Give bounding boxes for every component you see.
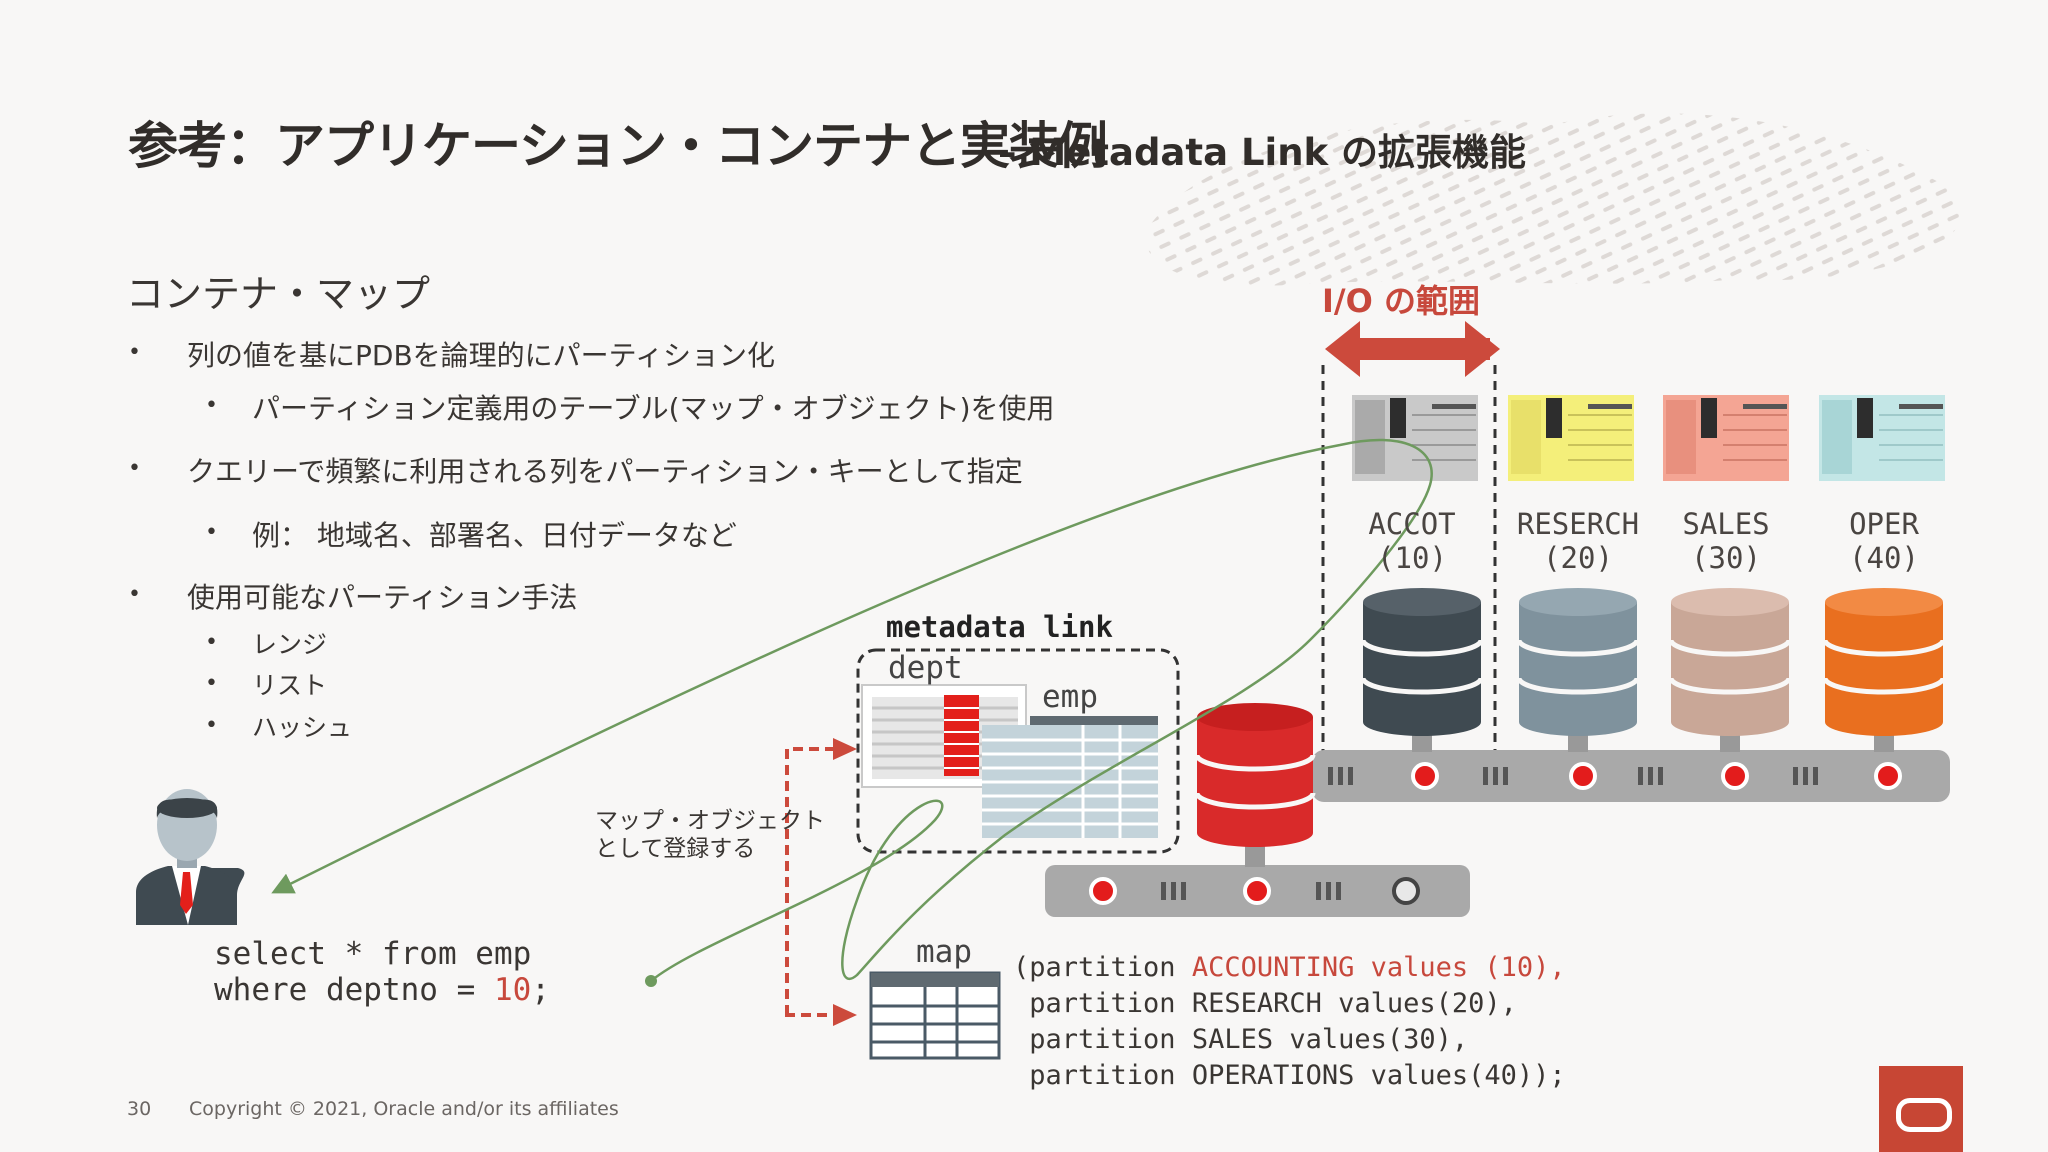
pdb-db-oper <box>1822 588 1946 752</box>
io-range-label: I/O の範囲 <box>1322 282 1480 320</box>
bullet-item: パーティション定義用のテーブル(マップ・オブジェクト)を使用 <box>252 392 1055 425</box>
map-object-arrows <box>785 745 842 1017</box>
pdb-db-reserch <box>1516 588 1640 752</box>
bullet-dot: • <box>205 671 218 696</box>
oracle-ring-icon <box>1896 1098 1952 1132</box>
user-avatar-icon <box>136 789 245 925</box>
emp-table <box>982 716 1158 838</box>
pdb-table-accot <box>1352 395 1478 481</box>
partition-line: partition RESEARCH values(20), <box>1013 988 1517 1019</box>
bullet-item: 使用可能なパーティション手法 <box>187 581 578 614</box>
slide-subtitle: – Metadata Link の拡張機能 <box>998 131 1527 174</box>
bullet-dot: • <box>128 456 141 481</box>
map-object-note: マップ・オブジェクトとして登録する <box>595 808 825 862</box>
pdb-table-reserch <box>1508 395 1634 481</box>
bullet-dot: • <box>128 582 141 607</box>
partition-line: partition SALES values(30), <box>1013 1024 1469 1055</box>
pdb-db-sales <box>1668 588 1792 752</box>
pdb-table-sales <box>1663 395 1789 481</box>
partition-line: (partition ACCOUNTING values (10), <box>1013 952 1566 983</box>
copyright: Copyright © 2021, Oracle and/or its affi… <box>189 1098 619 1120</box>
map-table <box>869 971 1001 1060</box>
emp-label: emp <box>1042 679 1098 715</box>
query-code: select * from emp where deptno = 10; <box>214 936 550 1008</box>
pdb-label-accot: ACCOT(10) <box>1368 507 1456 575</box>
root-db <box>1194 703 1316 867</box>
bullet-dot: • <box>205 630 218 655</box>
partition-clause: (partition ACCOUNTING values (10), parti… <box>1013 950 1566 1094</box>
bullet-item: 例： 地域名、部署名、日付データなど <box>252 519 737 552</box>
bullet-item: クエリーで頻繁に利用される列をパーティション・キーとして指定 <box>187 455 1023 488</box>
dept-label: dept <box>888 650 963 686</box>
root-platform <box>1045 865 1470 917</box>
partition-line: partition OPERATIONS values(40)); <box>1013 1060 1566 1091</box>
decorative-texture <box>1146 113 1963 286</box>
pdb-label-reserch: RESERCH(20) <box>1516 507 1640 575</box>
pdb-label-sales: SALES(30) <box>1682 507 1770 575</box>
bullet-dot: • <box>128 340 141 365</box>
bullet-dot: • <box>205 393 218 418</box>
map-label: map <box>916 934 972 970</box>
bullet-item: リスト <box>252 671 328 700</box>
page-number: 30 <box>127 1098 152 1120</box>
pdb-platform <box>1312 750 1950 802</box>
bullet-item: 列の値を基にPDBを論理的にパーティション化 <box>187 339 775 372</box>
pdb-label-oper: OPER(40) <box>1849 507 1919 575</box>
oracle-logo <box>1879 1066 1963 1152</box>
pdb-db-accot <box>1360 588 1484 752</box>
io-range-arrow <box>1325 321 1500 377</box>
bullet-dot: • <box>205 520 218 545</box>
bullet-dot: • <box>205 713 218 738</box>
pdb-table-oper <box>1819 395 1945 481</box>
bullet-item: レンジ <box>252 630 328 659</box>
metadata-link-label: metadata link <box>886 610 1113 644</box>
bullet-item: ハッシュ <box>252 713 353 742</box>
slide-title: 参考：アプリケーション・コンテナと実装例 <box>128 117 1108 175</box>
section-title: コンテナ・マップ <box>126 272 431 316</box>
